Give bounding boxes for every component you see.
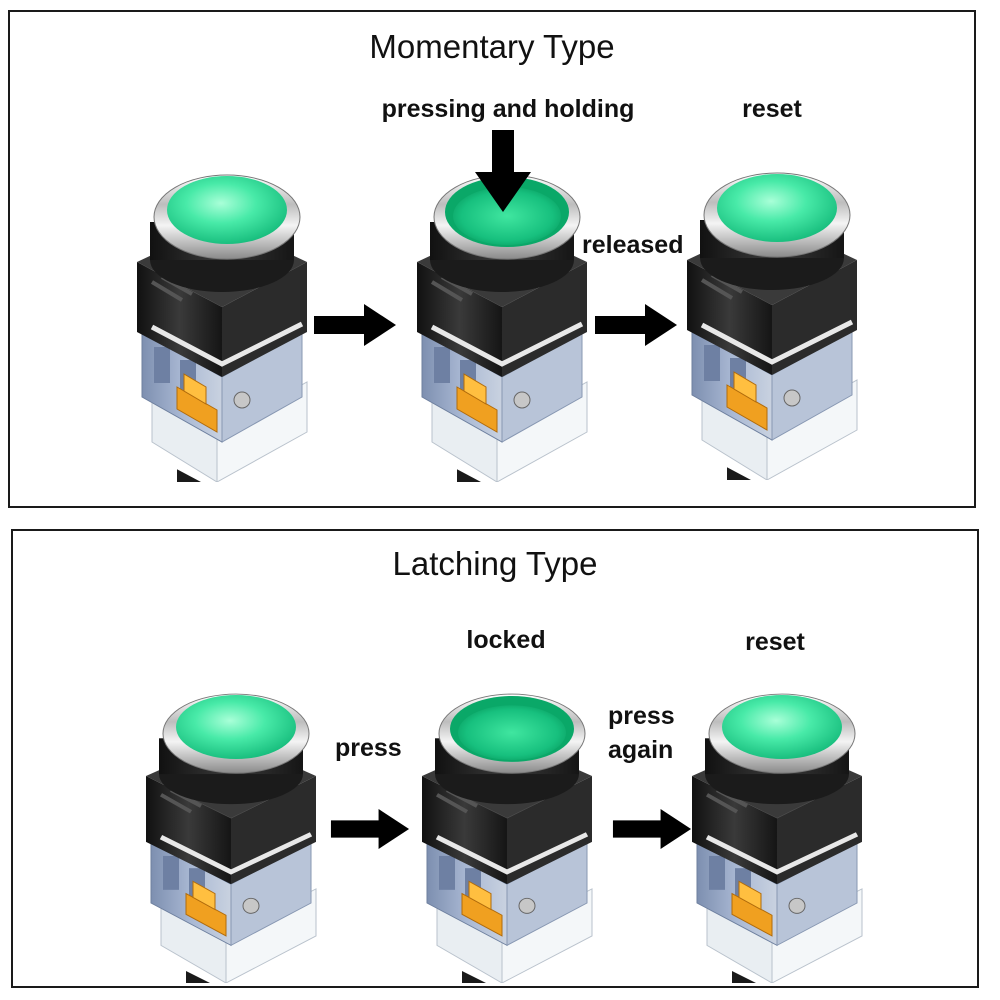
label-reset: reset xyxy=(745,628,805,656)
push-button-switch-reset xyxy=(672,172,872,490)
label-pressing-and-holding: pressing and holding xyxy=(381,95,635,123)
label-reset: reset xyxy=(742,95,802,123)
latching-type-panel: Latching Type press locked press again r… xyxy=(11,529,979,988)
latching-title: Latching Type xyxy=(392,545,598,582)
right-arrow-icon xyxy=(595,304,677,346)
push-button-switch-locked xyxy=(407,693,607,983)
right-arrow-icon xyxy=(330,809,410,849)
label-locked: locked xyxy=(466,626,546,654)
momentary-type-panel: Momentary Type pressing and holding rele… xyxy=(8,10,976,508)
label-press-again-line1: press xyxy=(608,702,675,730)
right-arrow-icon xyxy=(314,304,396,346)
label-released: released xyxy=(582,231,684,259)
push-button-switch-reset xyxy=(677,693,877,983)
momentary-title: Momentary Type xyxy=(369,28,615,65)
push-button-switch-idle xyxy=(122,174,322,492)
label-press-again-line2: again xyxy=(608,736,674,764)
push-button-switch-pressed xyxy=(402,174,602,492)
down-arrow-icon xyxy=(475,130,531,212)
label-press: press xyxy=(335,734,402,762)
push-button-switch-idle xyxy=(131,693,331,983)
right-arrow-icon xyxy=(612,809,692,849)
